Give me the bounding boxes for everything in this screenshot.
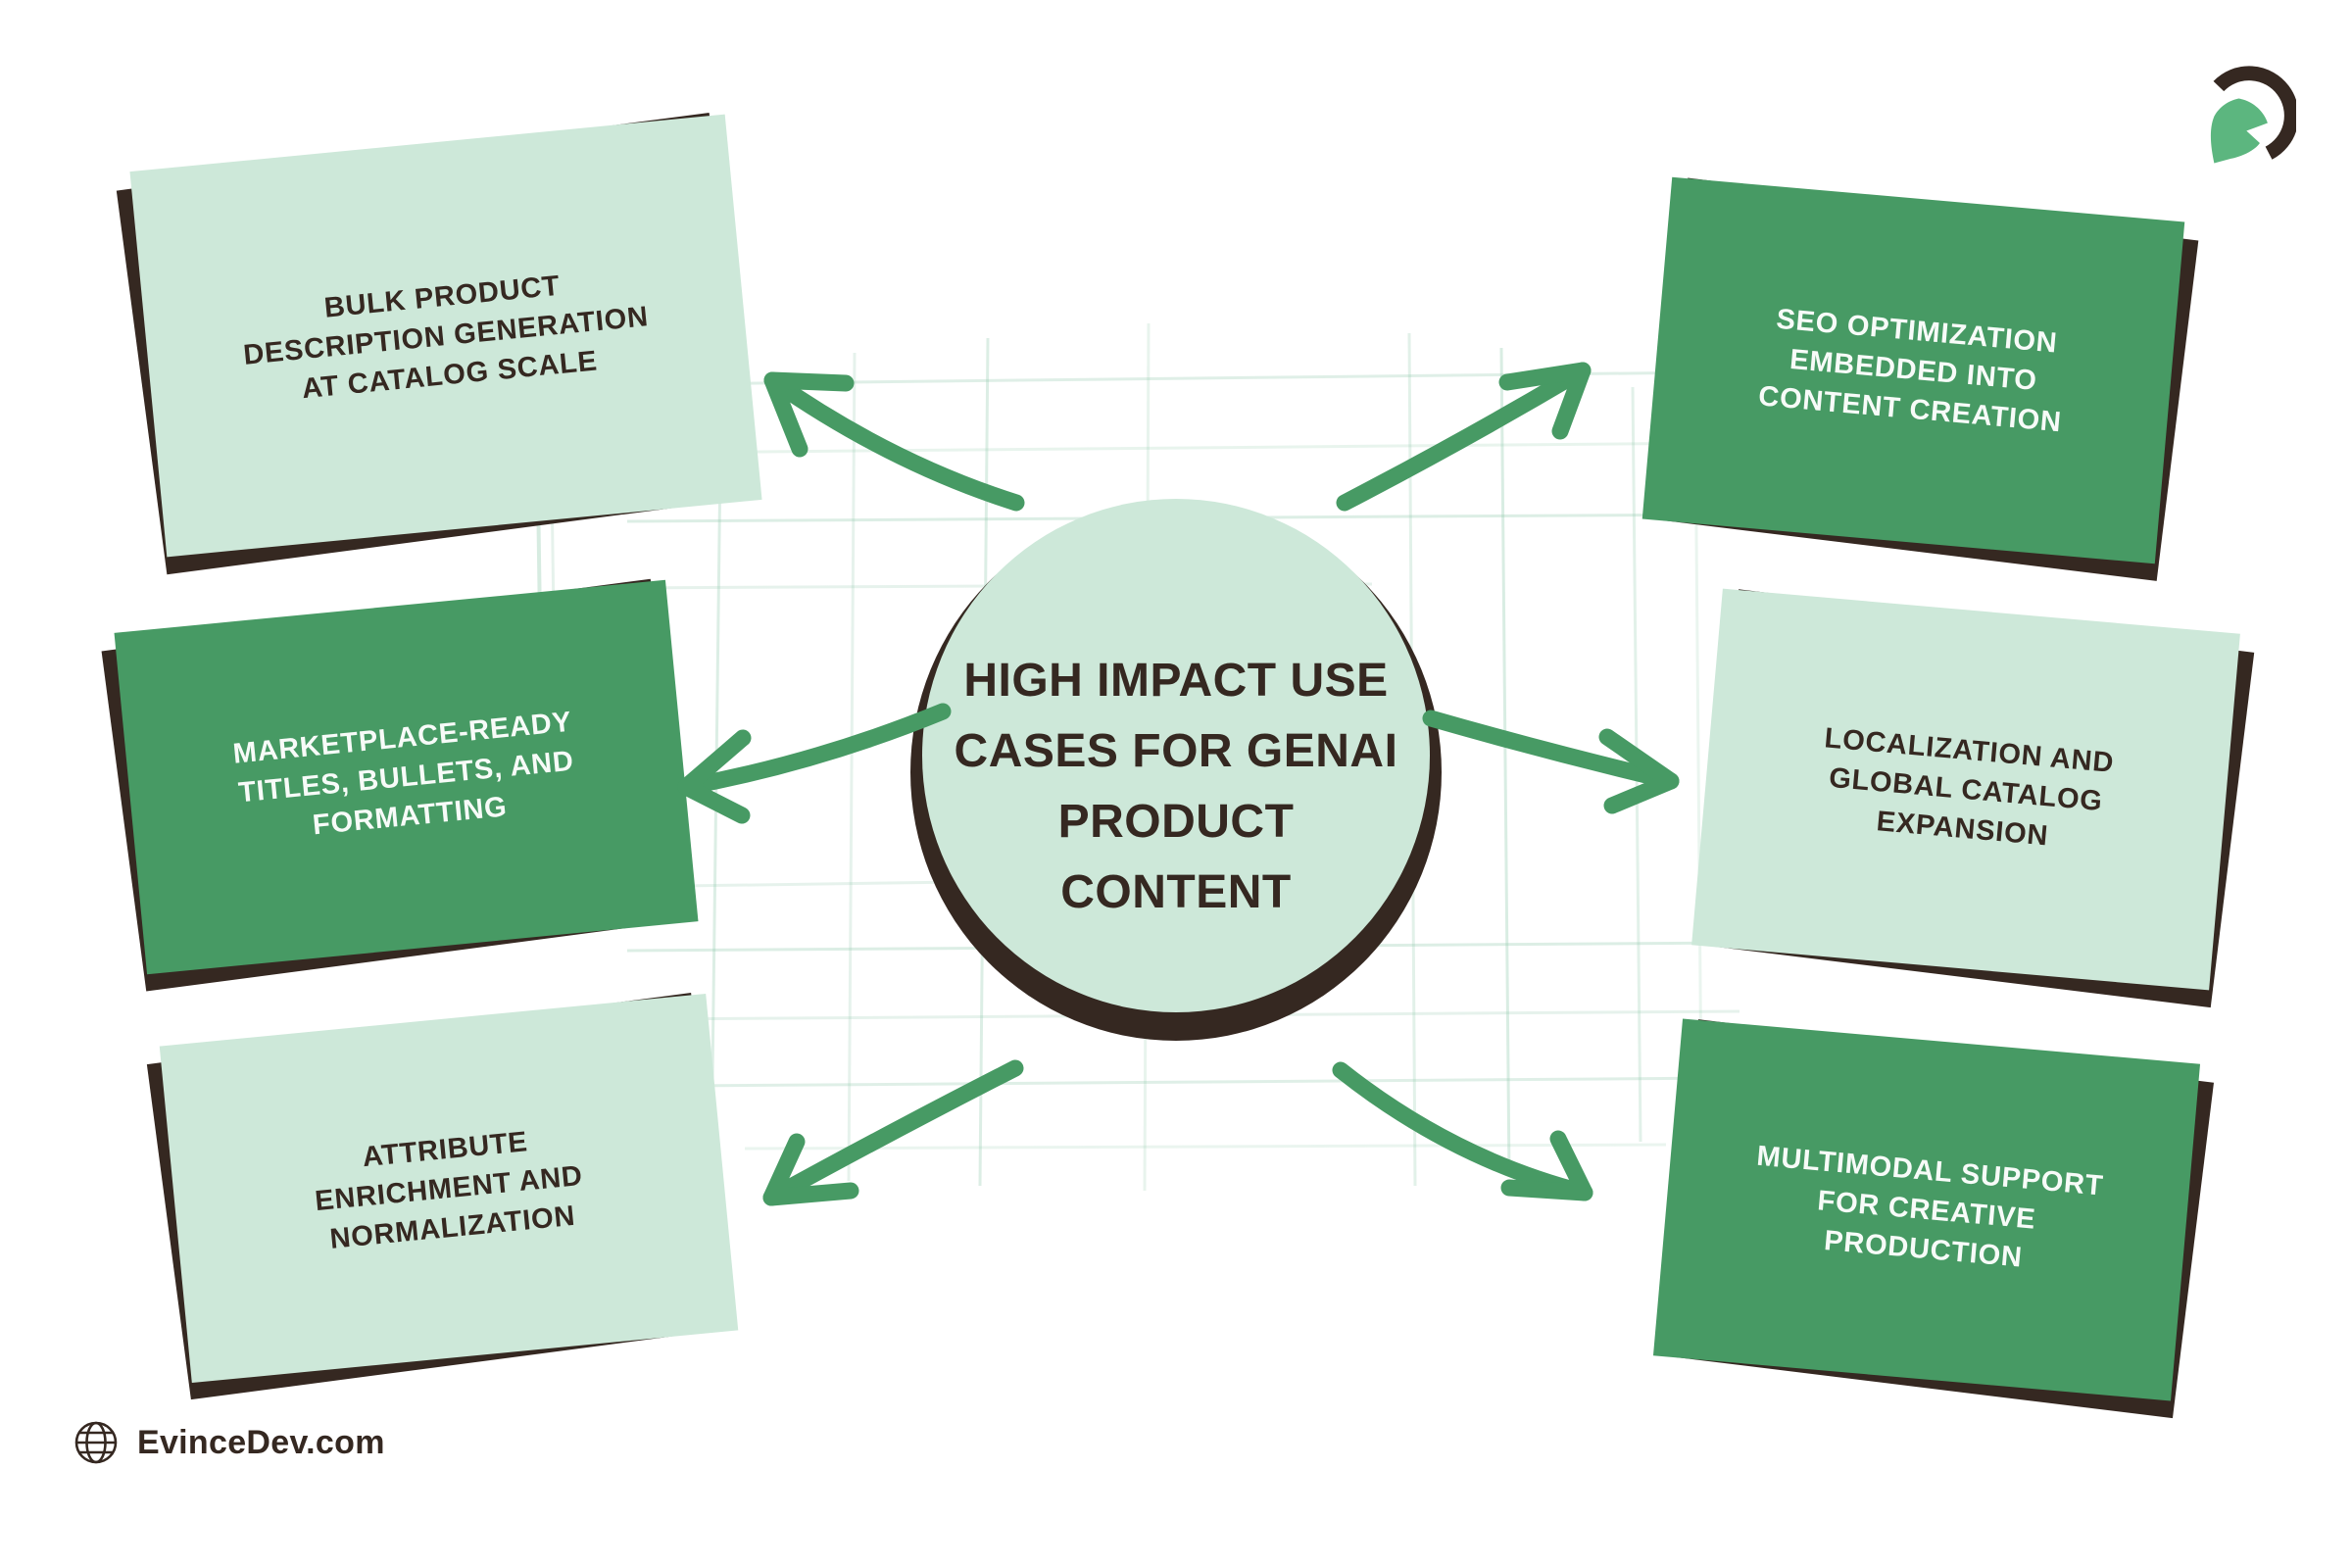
use-case-card-top-left: BULK PRODUCT DESCRIPTION GENERATION AT C… <box>116 112 762 575</box>
card-label: LOCALIZATION AND GLOBAL CATALOG EXPANSIO… <box>1823 721 2116 852</box>
use-case-card-bottom-left: ATTRIBUTE ENRICHMENT AND NORMALIZATION <box>146 993 739 1400</box>
arrow-to-bottom-left <box>762 1059 1024 1206</box>
card-label: MARKETPLACE-READY TITLES, BULLETS, AND F… <box>231 706 576 842</box>
card-label: SEO OPTIMIZATION EMBEDDED INTO CONTENT C… <box>1757 303 2063 439</box>
use-case-card-bottom-right: MULTIMODAL SUPPORT FOR CREATIVE PRODUCTI… <box>1652 1018 2214 1419</box>
arrow-to-mid-right <box>1422 710 1680 814</box>
card-face: ATTRIBUTE ENRICHMENT AND NORMALIZATION <box>159 993 739 1384</box>
arrow-to-top-left <box>763 371 1025 512</box>
globe-icon <box>74 1421 118 1464</box>
center-circle: HIGH IMPACT USE CASES FOR GENAI PRODUCT … <box>922 499 1430 1012</box>
use-case-card-mid-left: MARKETPLACE-READY TITLES, BULLETS, AND F… <box>101 578 699 992</box>
arrow-to-bottom-right <box>1332 1061 1593 1201</box>
arrow-to-top-right <box>1336 362 1592 512</box>
use-case-card-mid-right: LOCALIZATION AND GLOBAL CATALOG EXPANSIO… <box>1691 588 2255 1008</box>
card-face: MULTIMODAL SUPPORT FOR CREATIVE PRODUCTI… <box>1652 1018 2201 1401</box>
footer: EvinceDev.com <box>73 1419 385 1466</box>
diagram-title: HIGH IMPACT USE CASES FOR GENAI PRODUCT … <box>954 655 1398 918</box>
card-face: LOCALIZATION AND GLOBAL CATALOG EXPANSIO… <box>1691 588 2240 991</box>
card-label: MULTIMODAL SUPPORT FOR CREATIVE PRODUCTI… <box>1755 1140 2105 1274</box>
card-face: MARKETPLACE-READY TITLES, BULLETS, AND F… <box>114 579 699 975</box>
card-face: SEO OPTIMIZATION EMBEDDED INTO CONTENT C… <box>1642 176 2185 564</box>
card-label: ATTRIBUTE ENRICHMENT AND NORMALIZATION <box>313 1125 585 1255</box>
arrow-to-mid-left <box>677 703 952 824</box>
card-face: BULK PRODUCT DESCRIPTION GENERATION AT C… <box>129 114 762 558</box>
card-label: BULK PRODUCT DESCRIPTION GENERATION AT C… <box>241 270 651 405</box>
evincedev-logo-icon <box>2210 66 2296 164</box>
website-text: EvinceDev.com <box>137 1423 385 1461</box>
use-case-card-top-right: SEO OPTIMIZATION EMBEDDED INTO CONTENT C… <box>1642 176 2199 581</box>
